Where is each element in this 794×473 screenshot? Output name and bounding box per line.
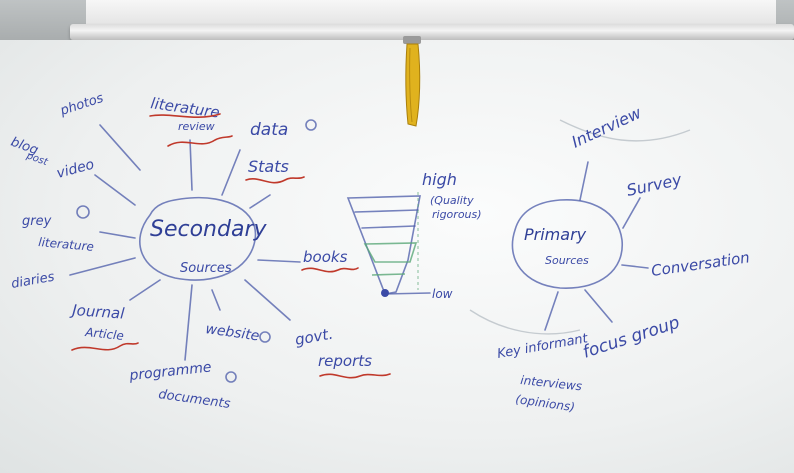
spoke-line (257, 259, 301, 263)
label-review: review (178, 120, 215, 133)
secondary-subtitle: Sources (180, 261, 232, 276)
ghost-stroke (559, 119, 691, 142)
label-govt: govt. (294, 325, 335, 349)
label-website: website (204, 321, 260, 344)
label-grey-literature: literature (38, 235, 95, 254)
label-interviews: interviews (520, 373, 583, 393)
label-photos: photos (58, 91, 106, 119)
label-video: video (55, 157, 96, 182)
spoke-line (544, 291, 559, 331)
spoke-line (184, 284, 193, 361)
spoke-line (211, 289, 221, 311)
label-documents: documents (157, 387, 231, 412)
label-focus-group: focus group (580, 313, 682, 363)
spoke-line (621, 264, 649, 269)
squiggle-review (167, 135, 233, 147)
spoke-line (622, 197, 641, 229)
marker-dot-icon (259, 331, 271, 343)
spoke-line (584, 289, 613, 323)
label-books: books (303, 248, 348, 266)
spoke-line (94, 174, 136, 206)
marker-dot-icon (76, 205, 90, 219)
label-conversation: Conversation (650, 248, 751, 280)
label-survey: Survey (625, 170, 684, 200)
spoke-line (221, 149, 241, 196)
funnel-band (354, 209, 419, 213)
label-data: data (250, 120, 288, 140)
quality-funnel (346, 195, 421, 295)
spoke-line (189, 139, 193, 191)
label-stats: Stats (248, 157, 289, 176)
label-interview: Interview (569, 103, 645, 152)
funnel-band (361, 225, 416, 229)
quality-high: high (422, 170, 457, 189)
squiggle-books (301, 267, 359, 273)
secondary-title: Secondary (150, 217, 267, 242)
label-grey: grey (22, 214, 52, 229)
screen-rail (70, 24, 794, 40)
label-article: Article (84, 325, 125, 343)
label-journal: Journal (69, 301, 126, 323)
label-diaries: diaries (10, 270, 56, 292)
secondary-circle (139, 196, 257, 281)
yellow-strap (403, 36, 421, 127)
spoke-line (99, 231, 136, 239)
label-reports: reports (318, 352, 372, 370)
funnel-base (383, 292, 431, 295)
squiggle-reports (319, 373, 391, 379)
quality-note-1: (Quality (430, 194, 474, 207)
spoke-line (249, 194, 271, 209)
funnel-band-green (371, 273, 406, 276)
label-opinions: (opinions) (515, 392, 576, 414)
label-literature: literature (149, 94, 220, 122)
ghost-stroke (469, 309, 581, 335)
underline-literature (149, 113, 221, 118)
squiggle-journal (71, 342, 139, 351)
label-post: post (24, 150, 50, 168)
spoke-line (579, 161, 589, 201)
spoke-line (129, 279, 161, 301)
primary-subtitle: Sources (545, 254, 589, 267)
spoke-line (244, 279, 291, 321)
primary-title: Primary (524, 225, 587, 244)
primary-circle (511, 199, 623, 289)
spoke-line (69, 257, 136, 276)
quality-low: low (432, 287, 453, 301)
marker-dot-icon (381, 289, 389, 297)
marker-dot-icon (305, 119, 317, 131)
whiteboard (0, 40, 794, 473)
quality-note-2: rigorous) (432, 208, 482, 221)
funnel-band-green (363, 242, 418, 263)
marker-dot-icon (225, 371, 237, 383)
label-key-informant: Key informant (496, 331, 590, 362)
squiggle-stats (245, 176, 305, 184)
label-programme: programme (128, 359, 213, 384)
spoke-line (99, 124, 141, 171)
